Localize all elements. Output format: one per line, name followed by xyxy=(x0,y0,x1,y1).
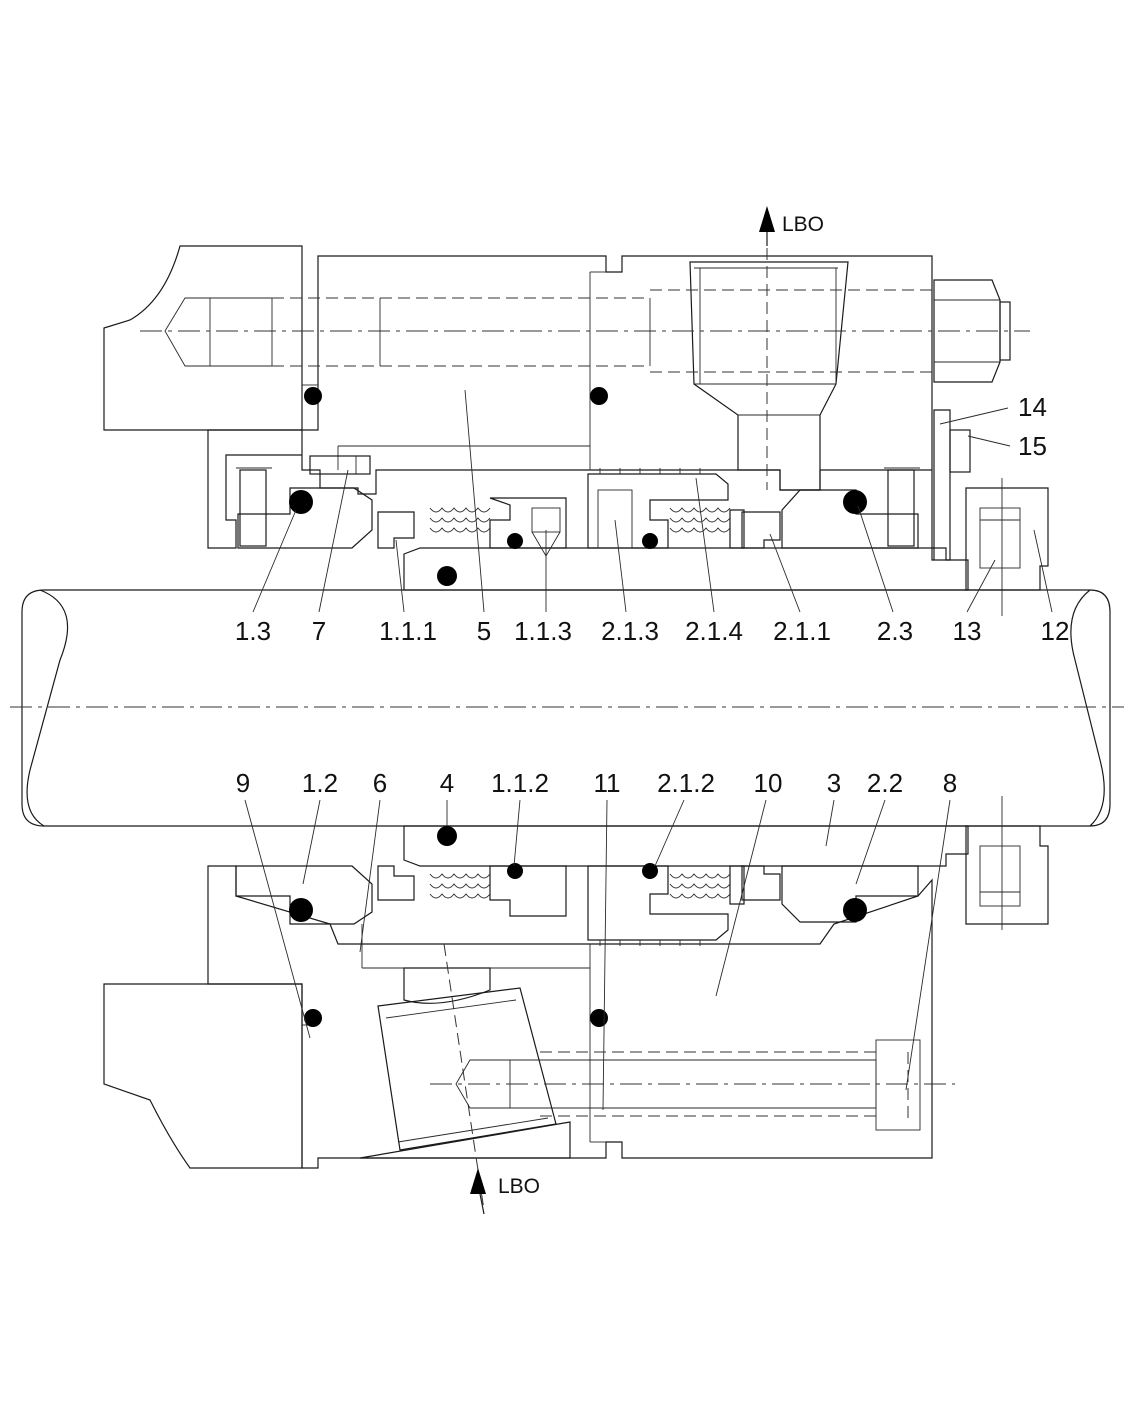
clamp-collar-bottom xyxy=(965,825,1049,925)
label-2-2: 2.2 xyxy=(867,768,903,798)
label-11: 11 xyxy=(594,768,621,798)
label-2-1-1: 2.1.1 xyxy=(773,616,831,646)
pump-casing-bottom xyxy=(103,983,303,1169)
leader-lines xyxy=(244,389,1053,1111)
bottom-part-labels: 9 1.2 6 4 1.1.2 11 2.1.2 10 3 2.2 8 xyxy=(236,768,957,798)
lbo-port-bottom xyxy=(377,987,557,1151)
seal-ring-top-left xyxy=(377,511,415,549)
label-3: 3 xyxy=(827,768,841,798)
label-4: 4 xyxy=(440,768,454,798)
cap-screw-bottom xyxy=(430,1039,955,1131)
top-part-labels: 1.3 7 1.1.1 5 1.1.3 2.1.3 2.1.4 2.1.1 2.… xyxy=(235,616,1070,646)
spring-top-right xyxy=(669,507,731,533)
label-14: 14 xyxy=(1018,392,1047,422)
pump-casing-top xyxy=(103,245,303,431)
spring-top-left xyxy=(429,507,491,533)
label-6: 6 xyxy=(373,768,387,798)
label-15: 15 xyxy=(1018,431,1047,461)
lbo-arrow-top: LBO xyxy=(759,206,824,246)
lbo-arrow-bottom: LBO xyxy=(470,1168,540,1215)
spring-bottom-left xyxy=(429,873,491,899)
label-2-3: 2.3 xyxy=(877,616,913,646)
spring-bottom-right xyxy=(669,873,731,899)
o-rings-bottom xyxy=(289,826,867,1027)
lbo-label-bottom: LBO xyxy=(498,1175,540,1198)
stationary-seat-top-right xyxy=(781,489,919,549)
label-2-1-2: 2.1.2 xyxy=(657,768,715,798)
shaft-sleeve-bottom xyxy=(403,825,969,867)
gland-housing-top xyxy=(207,255,934,561)
stationary-seat-bottom-left xyxy=(235,865,373,925)
seal-ring-bottom-left xyxy=(377,865,415,901)
o-rings-top xyxy=(289,387,867,586)
label-7: 7 xyxy=(312,616,326,646)
gland-housing-bottom xyxy=(207,865,933,1169)
label-1-1-2: 1.1.2 xyxy=(491,768,549,798)
lbo-label-top: LBO xyxy=(782,213,824,236)
label-10: 10 xyxy=(754,768,783,798)
label-1-3: 1.3 xyxy=(235,616,271,646)
right-part-labels: 14 15 xyxy=(1018,392,1047,461)
label-9: 9 xyxy=(236,768,250,798)
seal-ring-top-right xyxy=(741,511,781,549)
label-2-1-3: 2.1.3 xyxy=(601,616,659,646)
label-13: 13 xyxy=(953,616,982,646)
label-1-2: 1.2 xyxy=(302,768,338,798)
seal-ring-bottom-right xyxy=(741,865,781,901)
label-2-1-4: 2.1.4 xyxy=(685,616,743,646)
stud-bolt-top xyxy=(140,289,1030,373)
label-12: 12 xyxy=(1041,616,1070,646)
lbo-port-top xyxy=(689,261,849,491)
label-1-1-3: 1.1.3 xyxy=(514,616,572,646)
hex-nut-top xyxy=(933,279,1011,383)
label-5: 5 xyxy=(477,616,491,646)
label-8: 8 xyxy=(943,768,957,798)
label-1-1-1: 1.1.1 xyxy=(379,616,437,646)
